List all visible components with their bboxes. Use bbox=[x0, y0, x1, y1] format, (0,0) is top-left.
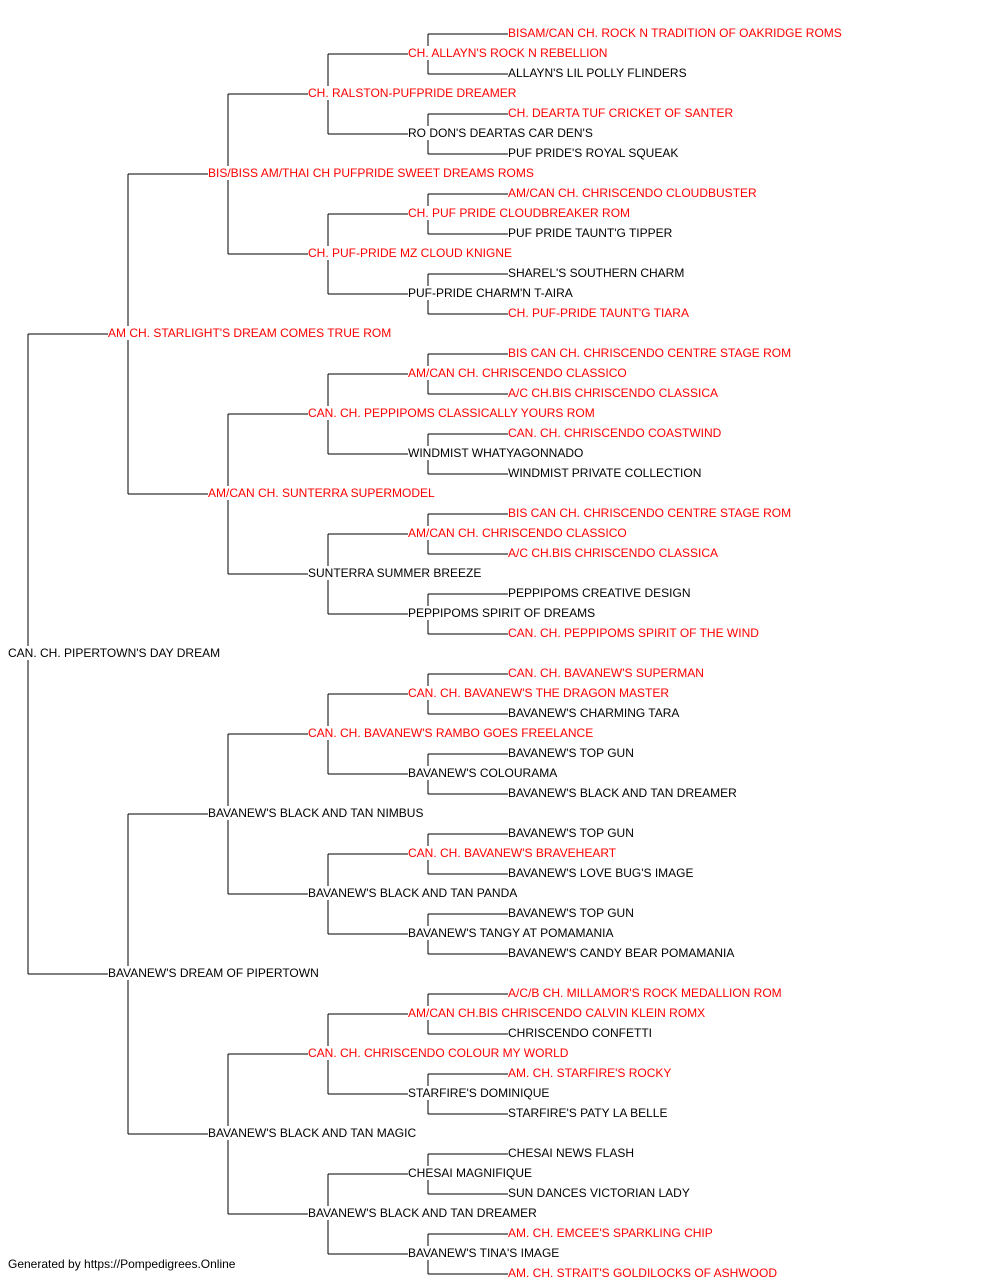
pedigree-node: BAVANEW'S COLOURAMA bbox=[408, 766, 560, 780]
pedigree-node: BAVANEW'S DREAM OF PIPERTOWN bbox=[108, 966, 321, 980]
pedigree-node: BIS/BISS AM/THAI CH PUFPRIDE SWEET DREAM… bbox=[208, 166, 536, 180]
pedigree-node: PEPPIPOMS CREATIVE DESIGN bbox=[508, 586, 693, 600]
pedigree-node: BAVANEW'S TOP GUN bbox=[508, 746, 636, 760]
pedigree-node: AM/CAN CH. CHRISCENDO CLOUDBUSTER bbox=[508, 186, 759, 200]
pedigree-node: BIS CAN CH. CHRISCENDO CENTRE STAGE ROM bbox=[508, 346, 794, 360]
pedigree-node: BAVANEW'S CANDY BEAR POMAMANIA bbox=[508, 946, 737, 960]
pedigree-node: CAN. CH. PEPPIPOMS CLASSICALLY YOURS ROM bbox=[308, 406, 597, 420]
pedigree-node: BAVANEW'S TANGY AT POMAMANIA bbox=[408, 926, 616, 940]
pedigree-node: CAN. CH. PIPERTOWN'S DAY DREAM bbox=[8, 646, 223, 660]
pedigree-node: SHAREL'S SOUTHERN CHARM bbox=[508, 266, 687, 280]
pedigree-node: BAVANEW'S TINA'S IMAGE bbox=[408, 1246, 562, 1260]
pedigree-node: BAVANEW'S BLACK AND TAN MAGIC bbox=[208, 1126, 419, 1140]
pedigree-node: WINDMIST WHATYAGONNADO bbox=[408, 446, 586, 460]
pedigree-node: SUN DANCES VICTORIAN LADY bbox=[508, 1186, 692, 1200]
pedigree-node: AM. CH. STARFIRE'S ROCKY bbox=[508, 1066, 674, 1080]
pedigree-node: AM. CH. STRAIT'S GOLDILOCKS OF ASHWOOD bbox=[508, 1266, 779, 1280]
pedigree-node: BAVANEW'S BLACK AND TAN PANDA bbox=[308, 886, 520, 900]
pedigree-node: BAVANEW'S BLACK AND TAN DREAMER bbox=[508, 786, 739, 800]
pedigree-node: CH. PUF PRIDE CLOUDBREAKER ROM bbox=[408, 206, 633, 220]
pedigree-node: BAVANEW'S CHARMING TARA bbox=[508, 706, 682, 720]
pedigree-node: CAN. CH. BAVANEW'S RAMBO GOES FREELANCE bbox=[308, 726, 596, 740]
pedigree-node: AM/CAN CH.BIS CHRISCENDO CALVIN KLEIN RO… bbox=[408, 1006, 708, 1020]
pedigree-node: CAN. CH. CHRISCENDO COLOUR MY WORLD bbox=[308, 1046, 571, 1060]
pedigree-node: AM/CAN CH. SUNTERRA SUPERMODEL bbox=[208, 486, 437, 500]
pedigree-node: CH. DEARTA TUF CRICKET OF SANTER bbox=[508, 106, 736, 120]
pedigree-node: CH. RALSTON-PUFPRIDE DREAMER bbox=[308, 86, 519, 100]
pedigree-node: ALLAYN'S LIL POLLY FLINDERS bbox=[508, 66, 689, 80]
pedigree-node: CHESAI NEWS FLASH bbox=[508, 1146, 637, 1160]
footer-credit: Generated by https://Pompedigrees.Online bbox=[8, 1257, 236, 1271]
pedigree-node: STARFIRE'S DOMINIQUE bbox=[408, 1086, 552, 1100]
pedigree-node: BAVANEW'S TOP GUN bbox=[508, 826, 636, 840]
pedigree-node: BAVANEW'S LOVE BUG'S IMAGE bbox=[508, 866, 696, 880]
pedigree-node: PUF-PRIDE CHARM'N T-AIRA bbox=[408, 286, 575, 300]
pedigree-node: WINDMIST PRIVATE COLLECTION bbox=[508, 466, 704, 480]
pedigree-node: CAN. CH. BAVANEW'S BRAVEHEART bbox=[408, 846, 619, 860]
pedigree-node: AM. CH. EMCEE'S SPARKLING CHIP bbox=[508, 1226, 715, 1240]
pedigree-node: BAVANEW'S BLACK AND TAN NIMBUS bbox=[208, 806, 426, 820]
pedigree-node: CH. ALLAYN'S ROCK N REBELLION bbox=[408, 46, 610, 60]
pedigree-node: AM CH. STARLIGHT'S DREAM COMES TRUE ROM bbox=[108, 326, 394, 340]
pedigree-node: CHESAI MAGNIFIQUE bbox=[408, 1166, 535, 1180]
pedigree-node: CAN. CH. PEPPIPOMS SPIRIT OF THE WIND bbox=[508, 626, 761, 640]
pedigree-node: PUF PRIDE TAUNT'G TIPPER bbox=[508, 226, 675, 240]
pedigree-node: CH. PUF-PRIDE MZ CLOUD KNIGNE bbox=[308, 246, 515, 260]
pedigree-node: SUNTERRA SUMMER BREEZE bbox=[308, 566, 484, 580]
pedigree-node: CH. PUF-PRIDE TAUNT'G TIARA bbox=[508, 306, 691, 320]
pedigree-node: A/C CH.BIS CHRISCENDO CLASSICA bbox=[508, 386, 721, 400]
pedigree-node: CAN. CH. BAVANEW'S SUPERMAN bbox=[508, 666, 706, 680]
pedigree-node: PEPPIPOMS SPIRIT OF DREAMS bbox=[408, 606, 598, 620]
pedigree-node: A/C/B CH. MILLAMOR'S ROCK MEDALLION ROM bbox=[508, 986, 784, 1000]
pedigree-node: CHRISCENDO CONFETTI bbox=[508, 1026, 654, 1040]
pedigree-node: BAVANEW'S TOP GUN bbox=[508, 906, 636, 920]
pedigree-node: RO DON'S DEARTAS CAR DEN'S bbox=[408, 126, 595, 140]
pedigree-node: BISAM/CAN CH. ROCK N TRADITION OF OAKRID… bbox=[508, 26, 844, 40]
pedigree-node: BIS CAN CH. CHRISCENDO CENTRE STAGE ROM bbox=[508, 506, 794, 520]
pedigree-node: CAN. CH. BAVANEW'S THE DRAGON MASTER bbox=[408, 686, 671, 700]
pedigree-node: STARFIRE'S PATY LA BELLE bbox=[508, 1106, 670, 1120]
pedigree-node: PUF PRIDE'S ROYAL SQUEAK bbox=[508, 146, 681, 160]
pedigree-node: AM/CAN CH. CHRISCENDO CLASSICO bbox=[408, 526, 629, 540]
pedigree-node: AM/CAN CH. CHRISCENDO CLASSICO bbox=[408, 366, 629, 380]
pedigree-node: A/C CH.BIS CHRISCENDO CLASSICA bbox=[508, 546, 721, 560]
pedigree-node: BAVANEW'S BLACK AND TAN DREAMER bbox=[308, 1206, 539, 1220]
pedigree-node: CAN. CH. CHRISCENDO COASTWIND bbox=[508, 426, 724, 440]
